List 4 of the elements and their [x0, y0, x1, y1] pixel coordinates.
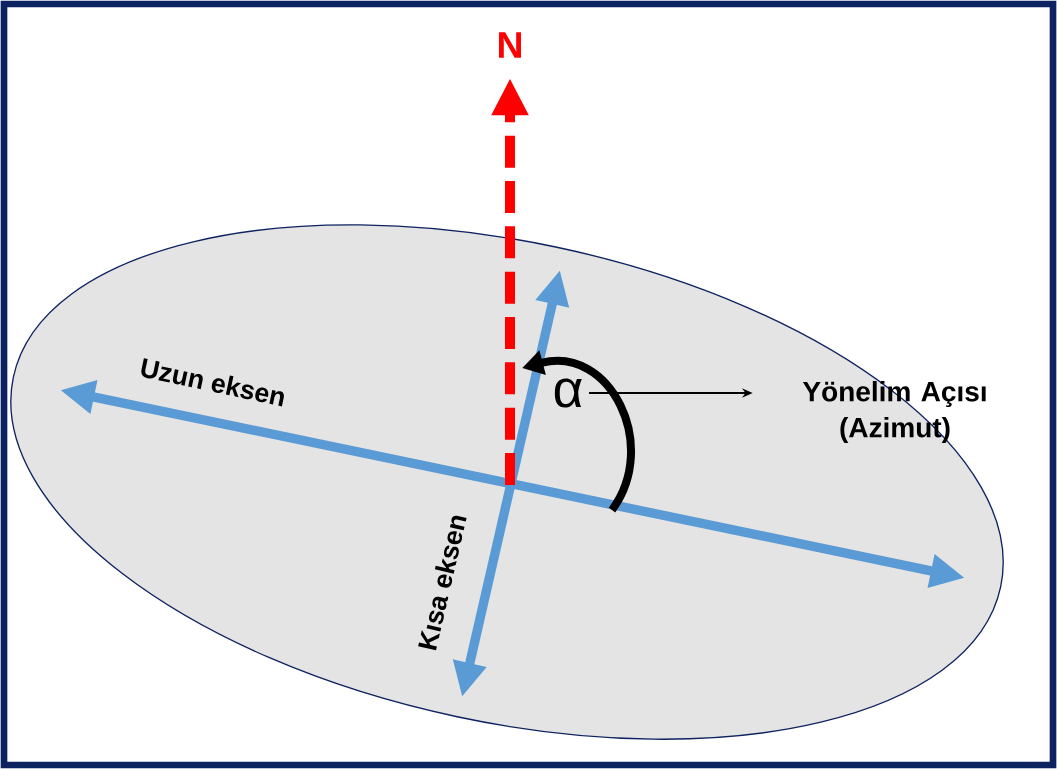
alpha-symbol: α	[554, 378, 582, 408]
axis-label: Kısa eksen	[418, 515, 467, 651]
axis-label: Uzun eksen	[141, 358, 284, 407]
north-label: N	[499, 32, 521, 58]
